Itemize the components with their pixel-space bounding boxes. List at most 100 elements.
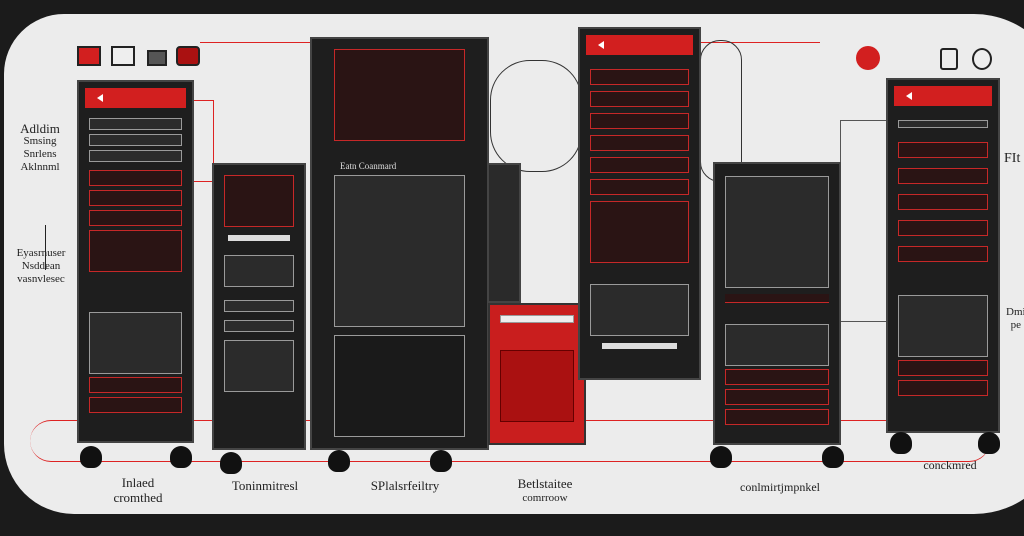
red-slot (590, 113, 689, 129)
red-slot (89, 170, 182, 186)
control-panel (725, 176, 829, 288)
server-unit (487, 163, 521, 303)
hexagon-icon (176, 46, 200, 66)
drive-bay (89, 312, 182, 374)
pin-icon (940, 48, 958, 70)
drive-bay (224, 300, 294, 312)
rack-header (894, 86, 992, 106)
lock-icon (972, 48, 992, 70)
red-slot (898, 168, 988, 184)
rack-foot (328, 450, 350, 472)
wire (193, 100, 214, 182)
red-slot (898, 360, 988, 376)
label-toninmitresl: Toninmitresl (231, 478, 299, 493)
rack-foot (978, 432, 1000, 454)
text-line: Eyasrnuser (16, 247, 66, 259)
window-icon (111, 46, 135, 66)
red-slot (725, 409, 829, 425)
control-panel (334, 335, 465, 437)
drive-bay (224, 340, 294, 392)
server-rack (578, 27, 701, 380)
rack-foot (170, 446, 192, 468)
text-line: Inlaed (121, 475, 155, 490)
wire (840, 120, 887, 322)
red-slot (89, 230, 182, 272)
status-bar (228, 235, 290, 241)
right-top-text: FIt (1004, 151, 1021, 166)
server-rack (212, 163, 306, 450)
drive-bay (590, 284, 689, 336)
label-conlmirtjmpnkel: conlmirtjmpnkel (740, 480, 820, 494)
drive-bay (898, 295, 988, 357)
wire (45, 225, 46, 270)
server-rack (886, 78, 1000, 433)
home-icon (856, 46, 880, 70)
drive-bay (224, 320, 294, 332)
red-slot (590, 201, 689, 263)
red-slot (89, 190, 182, 206)
text-line: vasnvlesec (17, 273, 65, 285)
label-betlstaitee: Betlstaitee comrroow (495, 476, 595, 506)
rack-header (85, 88, 186, 108)
red-slot (590, 91, 689, 107)
red-slot (725, 369, 829, 385)
red-slot (89, 210, 182, 226)
monitor-icon (77, 46, 101, 66)
server-rack: Eatn Coanmard (310, 37, 489, 450)
text-line: Adldim (20, 121, 60, 136)
rack-foot (710, 446, 732, 468)
red-slot (590, 179, 689, 195)
red-slot (898, 380, 988, 396)
red-slot (590, 69, 689, 85)
drive-bay (224, 255, 294, 287)
text-line: Dmi (1006, 306, 1024, 318)
text-line: Snrlens (23, 148, 57, 160)
red-slot (89, 377, 182, 393)
wire (200, 42, 310, 43)
rack-foot (80, 446, 102, 468)
vent (898, 120, 988, 128)
red-slot (89, 397, 182, 413)
left-bottom-text: Eyasrnuser Nsddean vasnvlesec (8, 247, 74, 286)
text-line: Betlstaitee (517, 476, 573, 491)
red-slot (590, 135, 689, 151)
text-line: Nsddean (21, 260, 61, 272)
drive-bay (725, 324, 829, 366)
label-conckmred: conckmred (923, 458, 977, 472)
red-slot (590, 157, 689, 173)
drive-bay (89, 118, 182, 130)
control-panel (334, 175, 465, 327)
red-server-unit (488, 303, 586, 445)
text-line: comrroow (522, 492, 568, 504)
red-slot (898, 142, 988, 158)
drive-bay (89, 134, 182, 146)
label-splalsrfeiltry: SPlalsrfeiltry (370, 478, 440, 493)
right-middle-text: Dmi pe (1006, 306, 1024, 332)
rack-title: Eatn Coanmard (340, 161, 397, 171)
wire (490, 60, 582, 172)
rack-foot (822, 446, 844, 468)
red-slot (725, 389, 829, 405)
rack-header (586, 35, 693, 55)
server-rack (713, 162, 841, 445)
panel (500, 350, 574, 422)
wire (700, 40, 742, 182)
red-slot (898, 194, 988, 210)
text-line: Aklnnml (20, 161, 60, 173)
left-top-text: Adldim Smsing Snrlens Aklnnml (10, 122, 70, 174)
drive-bay (89, 150, 182, 162)
rack-foot (220, 452, 242, 474)
red-slot (334, 49, 465, 141)
red-slot (224, 175, 294, 227)
rack-foot (890, 432, 912, 454)
screen-icon (147, 50, 167, 66)
rack-foot (430, 450, 452, 472)
red-line (725, 294, 829, 303)
status-bar (602, 343, 677, 349)
wire (700, 42, 820, 43)
text-line: cromthed (113, 490, 163, 505)
text-line: pe (1010, 319, 1021, 331)
server-rack (77, 80, 194, 443)
label-inlaed: Inlaed cromthed (98, 475, 178, 505)
red-slot (898, 220, 988, 236)
